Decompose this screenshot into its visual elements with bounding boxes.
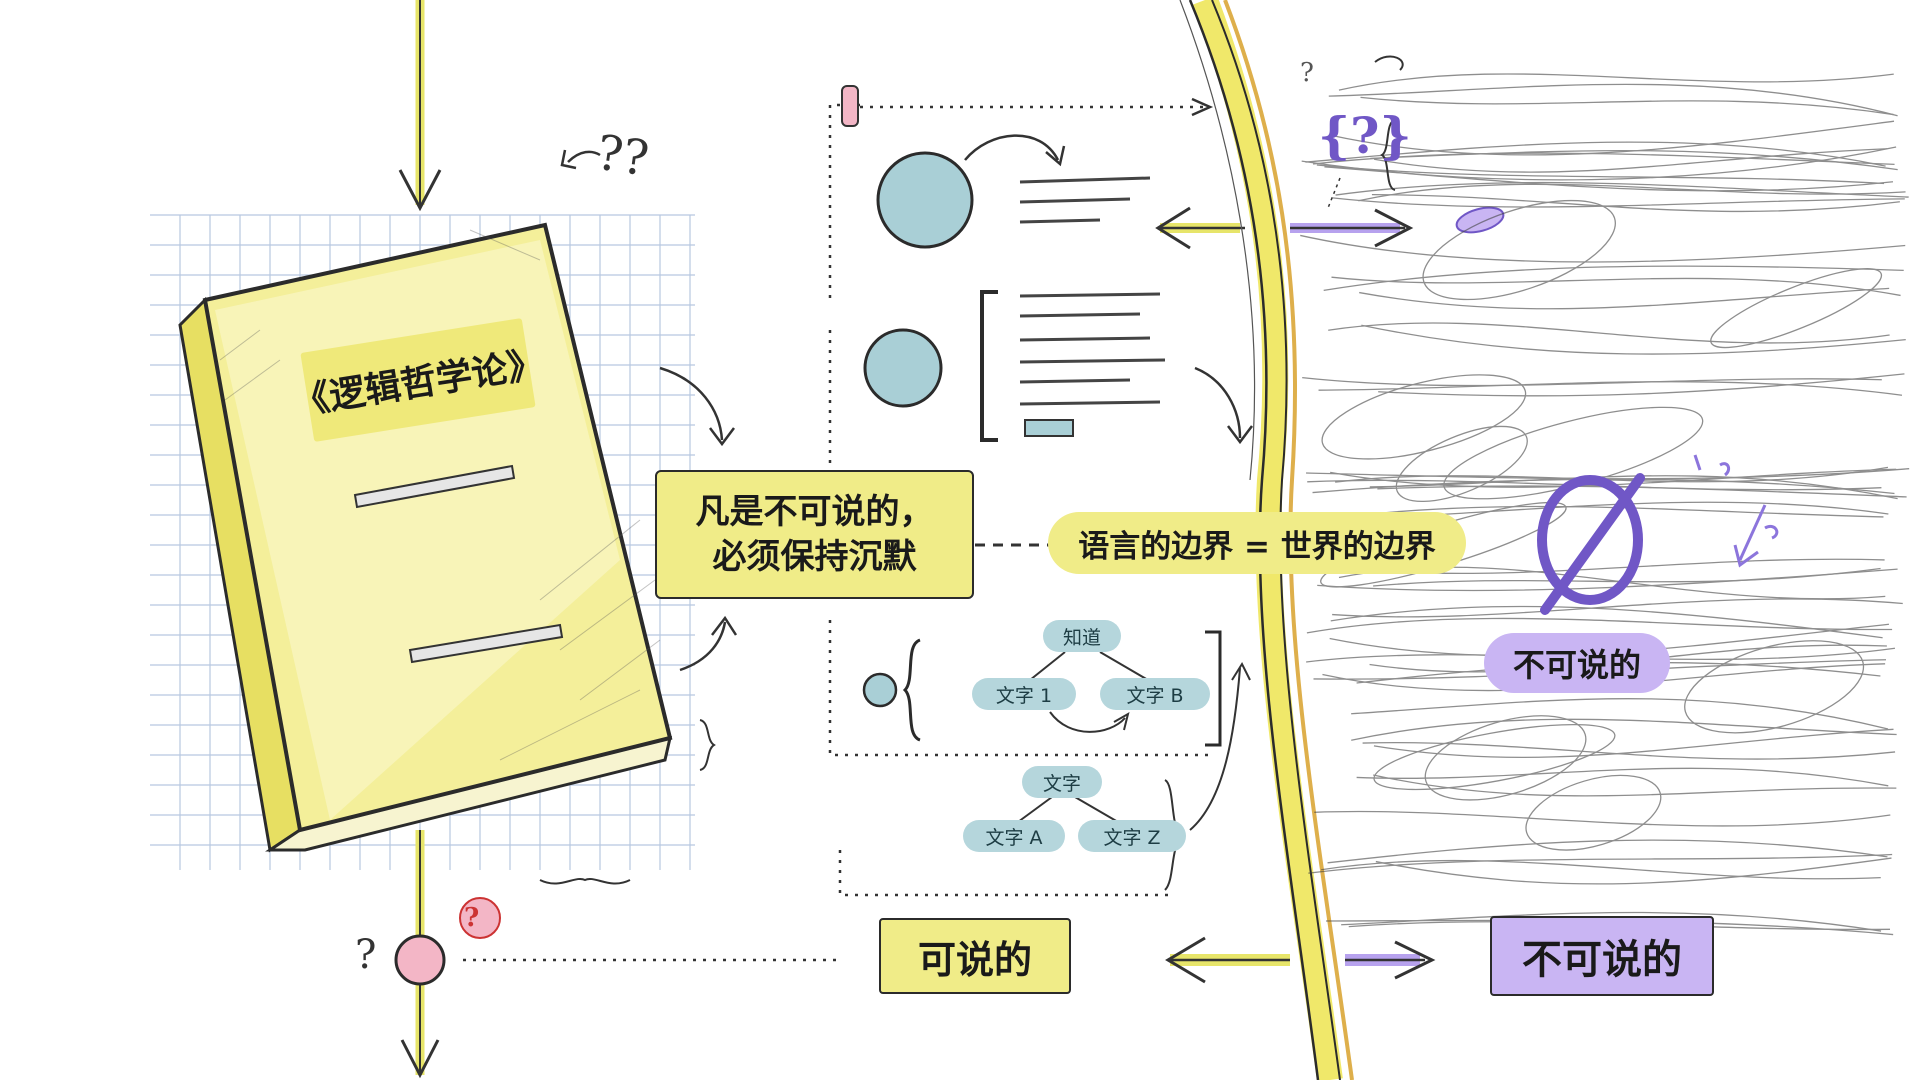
language-world-boundary-label: 语言的边界 = 世界的边界: [1048, 512, 1466, 574]
unsayable-arrows: [1290, 177, 1505, 980]
dotted-frame-arrow: [1191, 97, 1214, 117]
sayable-arrows: [1155, 206, 1290, 984]
wittgenstein-quote: 凡是不可说的， 必须保持沉默: [655, 470, 974, 599]
question-mark-left: ?: [355, 932, 377, 978]
pink-bracket: [841, 85, 859, 127]
boundary-line: [1179, 0, 1354, 1080]
scribble-cloud: [1300, 73, 1910, 936]
question-mark-bubble: ?: [464, 903, 480, 933]
question-mark-brace: {?}: [1318, 106, 1412, 165]
arrow-out-of-book: [394, 830, 501, 1079]
decorative-braces: [539, 55, 1404, 885]
empty-set-symbol: [1537, 454, 1779, 615]
unsayable-pill: 不可说的: [1484, 633, 1670, 693]
arrow-into-book: [398, 0, 442, 212]
tree-node-text-b: 文字 B: [1100, 678, 1210, 710]
quote-line-1: 凡是不可说的，: [695, 492, 934, 533]
book: [178, 222, 673, 853]
book-to-quote-arrows: [560, 149, 738, 672]
sayable-box: 可说的: [879, 918, 1071, 994]
unsayable-box: 不可说的: [1490, 916, 1714, 996]
tree-node-text-1: 文字 1: [972, 678, 1076, 710]
tree-node-text: 文字: [1022, 766, 1102, 798]
tree-node-text-a: 文字 A: [963, 820, 1065, 852]
proposition-blocks: [862, 134, 1253, 747]
question-mark-top: ??: [593, 124, 653, 188]
tree-node-know: 知道: [1043, 620, 1121, 652]
tree-node-text-z: 文字 Z: [1078, 820, 1186, 852]
question-mark-cloud: ?: [1300, 58, 1314, 88]
quote-line-2: 必须保持沉默: [712, 536, 917, 577]
